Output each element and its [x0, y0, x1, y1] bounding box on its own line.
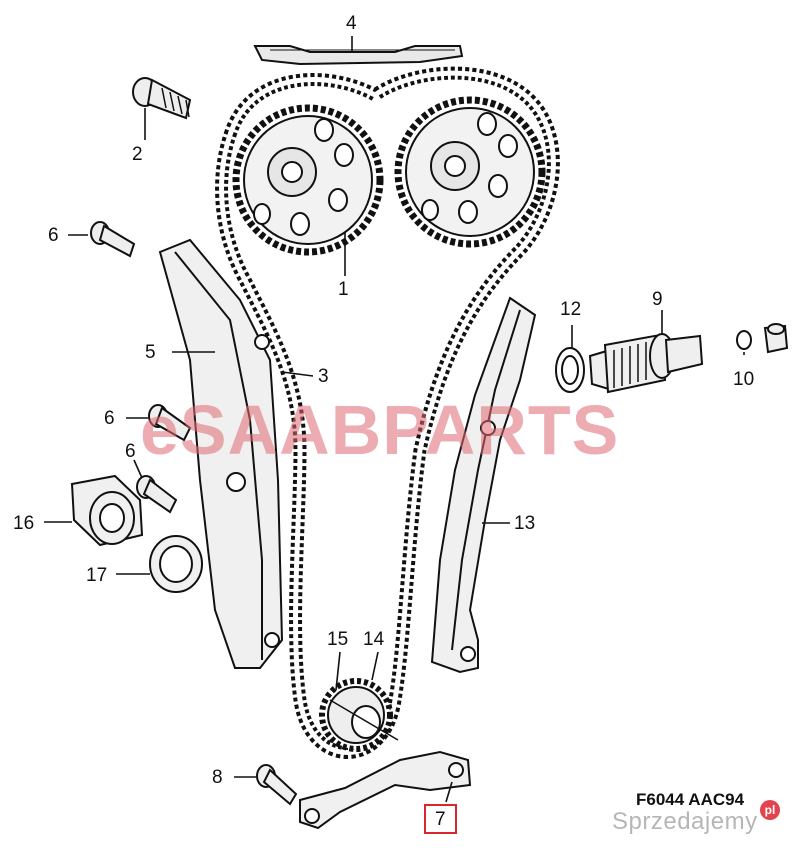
timing-chain [215, 66, 560, 759]
callout-13: 13 [514, 513, 536, 534]
callout-1: 1 [338, 279, 349, 300]
callout-14: 14 [363, 629, 385, 650]
callout-17: 17 [86, 565, 108, 586]
upper-chain-guide [253, 45, 464, 66]
callout-12: 12 [560, 299, 582, 320]
callout-8: 8 [212, 767, 223, 788]
guide-rail-right [430, 296, 537, 674]
camshaft-sprocket-left [232, 104, 384, 256]
callout-6-lower: 6 [125, 441, 136, 462]
camshaft-sprocket-right [394, 96, 546, 248]
diagram-code: F6044 AAC94 [636, 790, 745, 809]
callout-5: 5 [145, 342, 156, 363]
brand-badge: pl [760, 800, 780, 820]
brand-logo-text: Sprzedajemy [612, 808, 758, 835]
rail-bolts [90, 221, 192, 514]
callout-6-upper: 6 [48, 225, 59, 246]
callout-3: 3 [318, 366, 329, 387]
callout-4: 4 [346, 13, 357, 34]
sprocket-bolt [132, 77, 192, 120]
chain-tensioner [555, 323, 789, 394]
crank-hub-parts [70, 474, 203, 593]
callout-2: 2 [132, 144, 143, 165]
callout-9: 9 [652, 289, 663, 310]
tensioner-rail-left [158, 238, 284, 669]
callout-6-middle: 6 [104, 408, 115, 429]
callout-16: 16 [13, 513, 35, 534]
crankshaft-sprocket [319, 678, 399, 752]
callout-7-highlighted: 7 [424, 804, 457, 834]
callout-15: 15 [327, 629, 349, 650]
watermark-text: eSAABPARTS [140, 391, 620, 469]
callout-10: 10 [733, 369, 755, 390]
leader-lines [44, 36, 745, 803]
